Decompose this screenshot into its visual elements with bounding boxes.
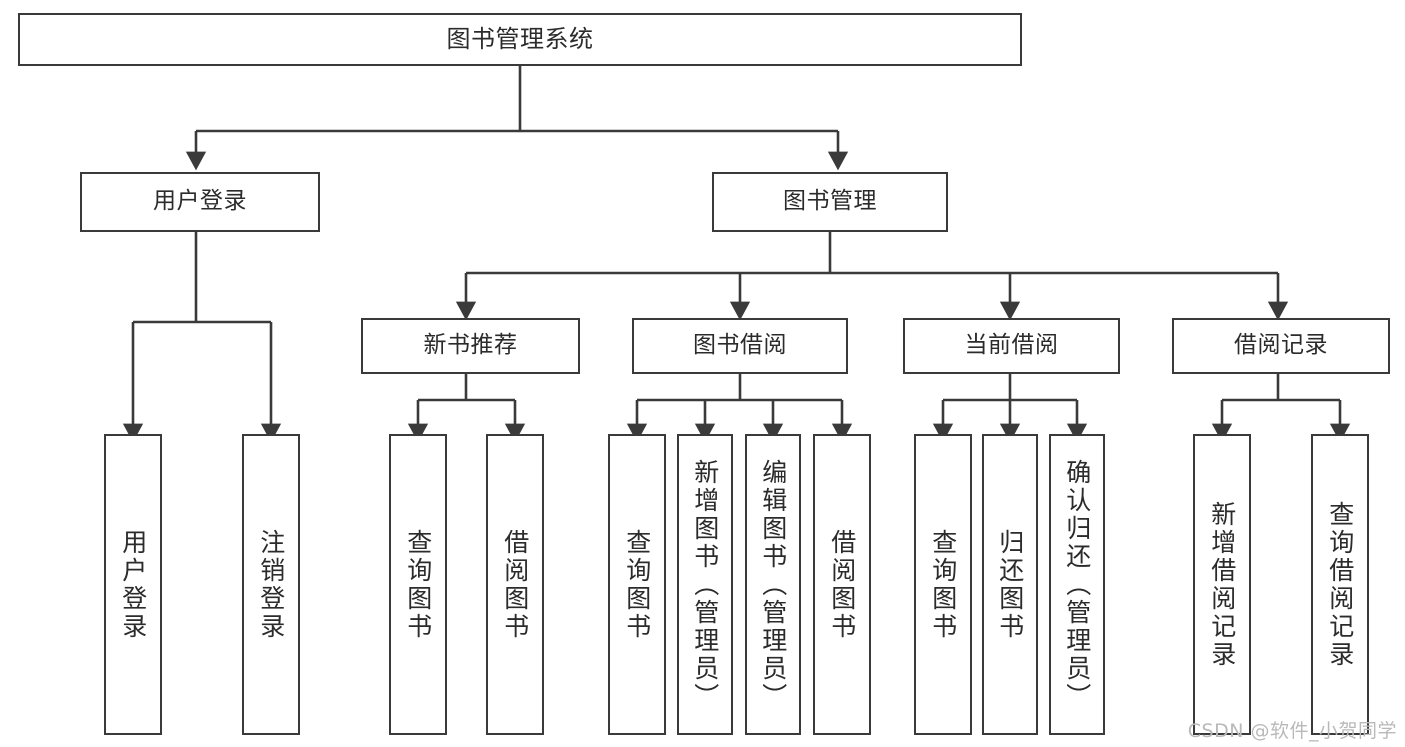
- node-user-login-label: 用户登录: [153, 188, 247, 215]
- node-leaf-borrow-book-1[interactable]: 借阅图书: [486, 434, 544, 735]
- node-leaf-add-record-label: 新增借阅记录: [1207, 500, 1237, 669]
- watermark-text: CSDN @软件_小贺同学: [1187, 720, 1397, 742]
- node-leaf-add-book-label: 新增图书（管理员）: [690, 458, 720, 711]
- node-leaf-confirm-return-label: 确认归还（管理员）: [1062, 458, 1092, 711]
- node-new-book-recommend-label: 新书推荐: [423, 332, 518, 359]
- node-leaf-borrow-book-2[interactable]: 借阅图书: [813, 434, 871, 735]
- node-leaf-add-book[interactable]: 新增图书（管理员）: [677, 434, 733, 735]
- node-current-borrow-label: 当前借阅: [964, 332, 1059, 359]
- node-leaf-query-book-1-label: 查询图书: [403, 528, 433, 641]
- node-leaf-query-book-2[interactable]: 查询图书: [608, 434, 666, 735]
- node-borrow-record-label: 借阅记录: [1234, 332, 1328, 359]
- node-leaf-user-login[interactable]: 用户登录: [104, 434, 162, 735]
- node-leaf-user-login-label: 用户登录: [118, 528, 148, 641]
- node-book-manage[interactable]: 图书管理: [712, 172, 948, 232]
- node-leaf-query-book-2-label: 查询图书: [622, 528, 652, 641]
- node-book-manage-label: 图书管理: [783, 188, 877, 215]
- node-leaf-borrow-book-2-label: 借阅图书: [827, 528, 857, 641]
- node-leaf-query-record[interactable]: 查询借阅记录: [1311, 434, 1369, 735]
- node-borrow-record[interactable]: 借阅记录: [1172, 318, 1390, 374]
- node-leaf-return-book-label: 归还图书: [995, 528, 1025, 641]
- node-root-system[interactable]: 图书管理系统: [18, 13, 1022, 66]
- node-leaf-borrow-book-1-label: 借阅图书: [500, 528, 530, 641]
- node-leaf-edit-book[interactable]: 编辑图书（管理员）: [745, 434, 801, 735]
- node-root-system-label: 图书管理系统: [446, 25, 594, 54]
- node-book-borrow-label: 图书借阅: [693, 332, 787, 359]
- node-leaf-query-book-1[interactable]: 查询图书: [389, 434, 447, 735]
- node-leaf-query-book-3-label: 查询图书: [928, 528, 958, 641]
- node-leaf-logout-login[interactable]: 注销登录: [242, 434, 300, 735]
- node-leaf-add-record[interactable]: 新增借阅记录: [1193, 434, 1251, 735]
- node-leaf-query-book-3[interactable]: 查询图书: [914, 434, 972, 735]
- node-leaf-confirm-return[interactable]: 确认归还（管理员）: [1049, 434, 1105, 735]
- node-leaf-edit-book-label: 编辑图书（管理员）: [758, 458, 788, 711]
- node-leaf-return-book[interactable]: 归还图书: [982, 434, 1038, 735]
- node-current-borrow[interactable]: 当前借阅: [903, 318, 1120, 374]
- node-leaf-query-record-label: 查询借阅记录: [1325, 500, 1355, 669]
- node-new-book-recommend[interactable]: 新书推荐: [361, 318, 580, 374]
- node-leaf-logout-login-label: 注销登录: [256, 528, 286, 641]
- node-user-login[interactable]: 用户登录: [80, 172, 320, 232]
- node-book-borrow[interactable]: 图书借阅: [632, 318, 848, 374]
